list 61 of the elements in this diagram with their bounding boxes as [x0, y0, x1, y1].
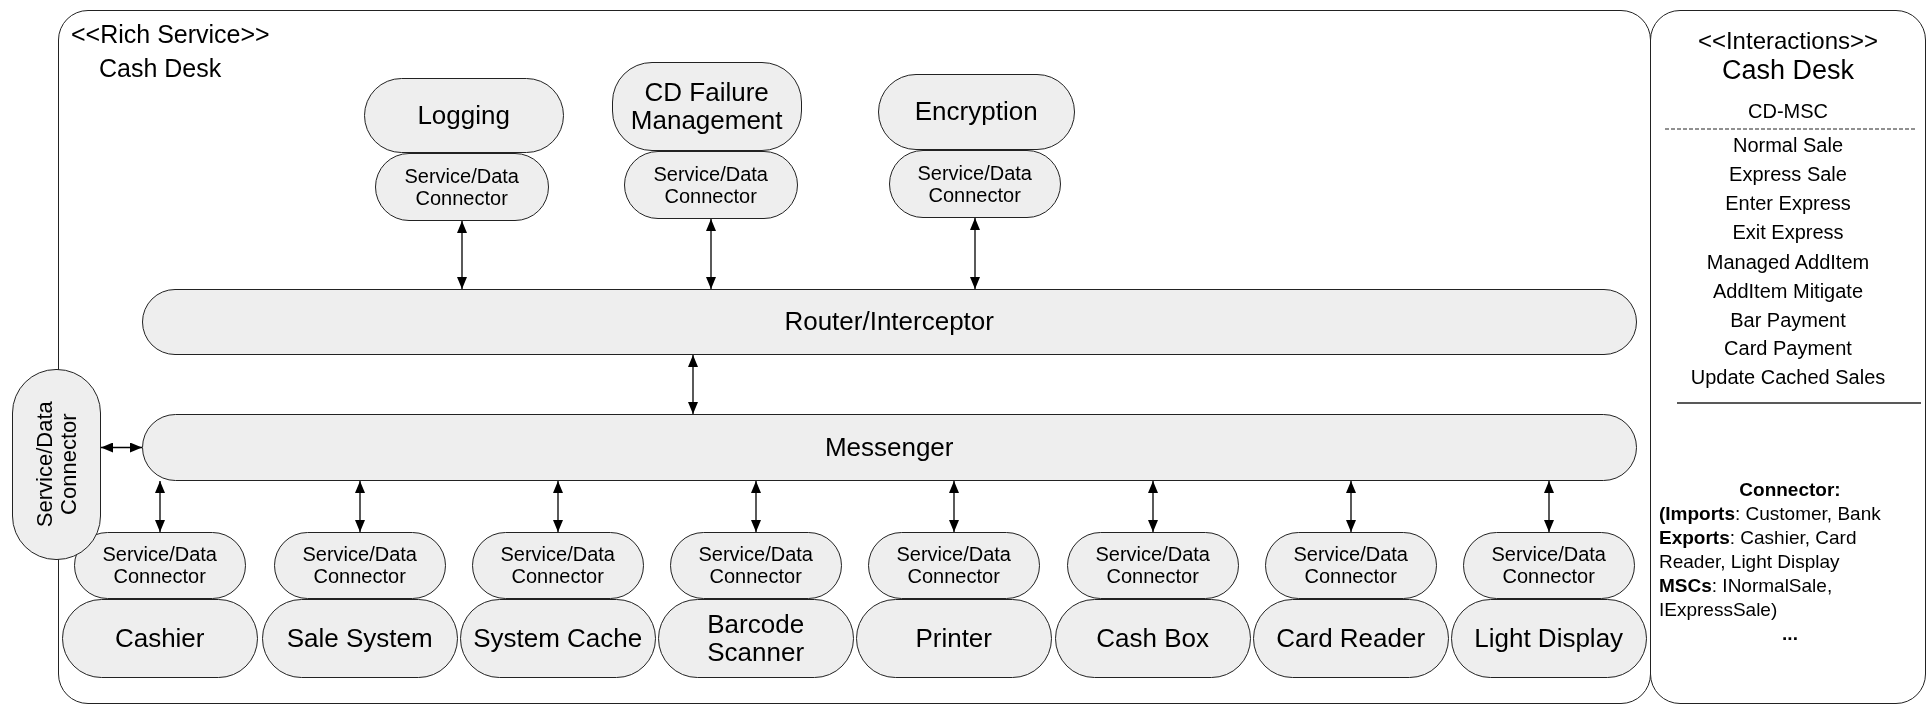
connector-label: Service/Data Connector: [697, 543, 814, 588]
double-arrow: [100, 442, 143, 453]
double-arrow: [355, 480, 365, 533]
rich-service-frame: [58, 10, 1651, 704]
double-arrow: [706, 218, 716, 290]
service-node: [61, 598, 258, 678]
service-label: Sale System: [285, 623, 434, 653]
interaction-item: Exit Express: [1731, 221, 1845, 243]
panel-title: <<Interactions>>: [1696, 27, 1880, 55]
double-arrow: [1544, 480, 1554, 533]
interaction-item: Bar Payment: [1729, 309, 1847, 331]
interaction-item: AddItem Mitigate: [1711, 280, 1865, 302]
double-arrow: [751, 480, 761, 533]
interaction-item: Card Payment: [1723, 337, 1853, 359]
double-arrow: [553, 480, 563, 533]
connector-label: Service/Data Connector: [652, 162, 769, 207]
service-label: Cash Box: [1095, 623, 1211, 653]
connector-label: Service/Data Connector: [1292, 543, 1409, 588]
service-label: Light Display: [1473, 623, 1625, 653]
frame-title: Cash Desk: [99, 55, 222, 83]
service-label: Printer: [914, 623, 993, 653]
double-arrow: [1346, 480, 1356, 533]
connector-note: Exports: Cashier, Card Reader, Light Display: [1659, 526, 1858, 574]
interaction-item: Express Sale: [1728, 163, 1848, 185]
ellipsis-text: ...: [1782, 622, 1798, 646]
connector-label: Service/Data Connector: [32, 400, 81, 530]
interactions-panel: [1650, 10, 1926, 704]
connector-label: Service/Data Connector: [1094, 543, 1211, 588]
service-label: Cashier: [113, 623, 206, 653]
connector-label: Service/Data Connector: [403, 164, 520, 209]
connector-label: Service/Data Connector: [101, 543, 218, 588]
connector-note: (Imports: Customer, Bank: [1659, 502, 1881, 526]
double-arrow: [155, 480, 165, 533]
connector-label: Service/Data Connector: [895, 543, 1012, 588]
panel-title: Cash Desk: [1720, 56, 1855, 86]
interaction-item: Normal Sale: [1731, 134, 1844, 156]
double-arrow: [688, 354, 698, 415]
stereotype-title: <<Rich Service>>: [71, 21, 270, 49]
connector-label: Service/Data Connector: [1490, 543, 1607, 588]
connector-label: Service/Data Connector: [301, 543, 418, 588]
service-node: [1450, 598, 1647, 678]
connector-label: Service/Data Connector: [916, 161, 1033, 206]
service-label: Card Reader: [1275, 623, 1427, 653]
double-arrow: [457, 220, 467, 290]
service-label: System Cache: [472, 623, 644, 653]
section-heading: CD-MSC: [1747, 100, 1829, 122]
connector-label: Service/Data Connector: [499, 543, 616, 588]
interaction-item: Managed AddItem: [1705, 251, 1871, 273]
connector-note: MSCs: INormalSale, IExpressSale): [1659, 574, 1834, 622]
bus-label: Router/Interceptor: [784, 307, 994, 336]
double-arrow: [1148, 480, 1158, 533]
service-label: Encryption: [913, 97, 1039, 126]
service-label: Logging: [416, 100, 511, 130]
service-label: CD Failure Management: [629, 77, 784, 135]
interaction-item: Update Cached Sales: [1689, 366, 1887, 388]
double-arrow: [970, 217, 980, 290]
section-heading: Connector:: [1739, 478, 1841, 502]
bus-label: Messenger: [824, 432, 954, 462]
service-label: Barcode Scanner: [706, 609, 806, 667]
interaction-item: Enter Express: [1724, 192, 1852, 214]
double-arrow: [949, 480, 959, 533]
